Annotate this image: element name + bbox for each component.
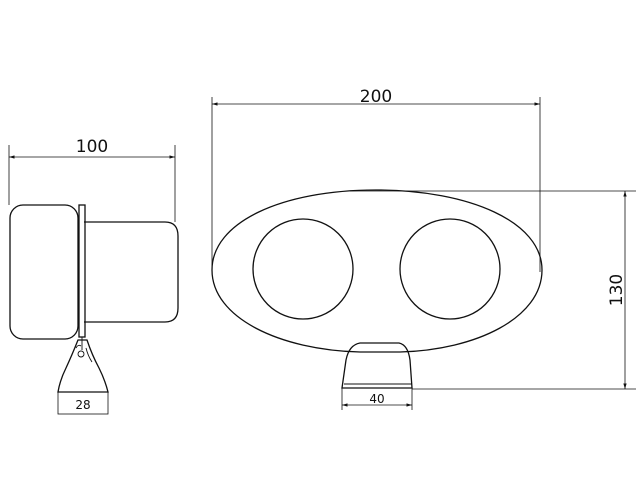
front-width-dimension: 200: [211, 87, 541, 272]
side-base-label: 28: [75, 398, 90, 412]
side-bracket: [57, 339, 109, 393]
side-width-label: 100: [76, 137, 108, 157]
front-width-label: 200: [360, 87, 392, 107]
front-bracket: [341, 342, 413, 389]
side-view: 100 28: [8, 137, 179, 415]
front-base-label: 40: [369, 392, 384, 406]
front-base-dimension: 40: [341, 388, 413, 410]
front-height-label: 130: [607, 274, 627, 306]
side-housing: [84, 221, 179, 323]
side-base-dimension: 28: [57, 391, 109, 415]
front-view: 200 40 130: [211, 87, 636, 410]
front-height-dimension: 130: [350, 190, 636, 390]
side-mount-plate: [78, 204, 86, 338]
side-width-dimension: 100: [8, 137, 176, 222]
front-left-lamp: [252, 218, 354, 320]
side-front-cap: [9, 204, 79, 340]
front-right-lamp: [399, 218, 501, 320]
front-housing: [211, 189, 543, 353]
